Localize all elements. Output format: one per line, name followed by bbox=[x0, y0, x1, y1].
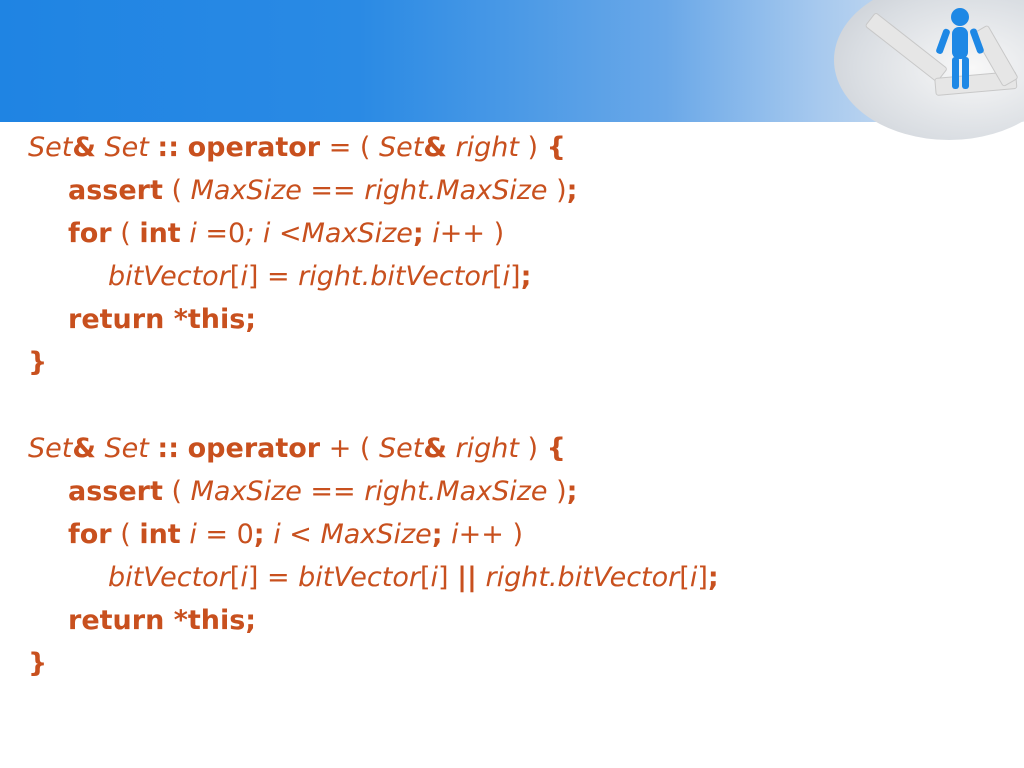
code-line: assert ( MaxSize == right.MaxSize ); bbox=[28, 470, 1014, 513]
code-token: Set bbox=[379, 132, 424, 163]
code-token: Set bbox=[379, 433, 424, 464]
code-token: bitVector bbox=[108, 261, 230, 292]
code-token bbox=[179, 132, 188, 163]
code-token: ] bbox=[697, 562, 708, 593]
code-line: bitVector[i] = bitVector[i] || right.bit… bbox=[28, 556, 1014, 599]
code-token: MaxSize == right.MaxSize bbox=[190, 476, 548, 507]
code-listing: Set& Set :: operator = ( Set& right ) { … bbox=[28, 126, 1014, 685]
code-token: 0 bbox=[228, 519, 254, 550]
code-token: ; bbox=[253, 519, 265, 550]
code-token: ( bbox=[162, 175, 191, 206]
code-token: i = bbox=[189, 218, 229, 249]
code-token: & bbox=[423, 132, 447, 163]
code-token: { bbox=[546, 433, 566, 464]
code-token: ; bbox=[412, 218, 424, 249]
code-token: i bbox=[451, 519, 459, 550]
code-token: int bbox=[139, 519, 181, 550]
code-token: ( bbox=[111, 519, 140, 550]
code-token: ; bbox=[520, 261, 532, 292]
code-line: for ( int i = 0; i < MaxSize; i++ ) bbox=[28, 513, 1014, 556]
code-token: ++ ) bbox=[439, 218, 505, 249]
code-token: [ bbox=[419, 562, 431, 593]
code-token: & bbox=[423, 433, 447, 464]
code-token: ] bbox=[438, 562, 458, 593]
code-token: operator bbox=[187, 433, 321, 464]
code-token: int bbox=[139, 218, 181, 249]
code-token: i bbox=[502, 261, 511, 292]
code-token: ; bbox=[566, 175, 578, 206]
code-token: + ( bbox=[320, 433, 380, 464]
code-token: & bbox=[72, 433, 96, 464]
code-token: MaxSize == right.MaxSize bbox=[190, 175, 548, 206]
code-token: 0 bbox=[228, 218, 246, 249]
code-line: bitVector[i] = right.bitVector[i]; bbox=[28, 255, 1014, 298]
code-token: ++ ) bbox=[458, 519, 524, 550]
code-token bbox=[424, 218, 433, 249]
code-token: i bbox=[430, 562, 439, 593]
code-token: i < MaxSize bbox=[273, 519, 432, 550]
code-token: Set bbox=[28, 433, 73, 464]
code-token: Set bbox=[28, 132, 73, 163]
code-token: assert bbox=[68, 175, 163, 206]
code-token: ) bbox=[547, 476, 567, 507]
blank-line bbox=[28, 384, 1014, 427]
code-token bbox=[179, 433, 188, 464]
code-token: :: bbox=[157, 433, 180, 464]
code-line: for ( int i =0; i <MaxSize; i++ ) bbox=[28, 212, 1014, 255]
code-token: ; bbox=[566, 476, 578, 507]
code-token: i bbox=[240, 562, 248, 593]
code-token: operator bbox=[187, 132, 321, 163]
code-line: Set& Set :: operator = ( Set& right ) { bbox=[28, 126, 1014, 169]
code-token: ( bbox=[111, 218, 140, 249]
code-line: } bbox=[28, 347, 48, 378]
code-token: i bbox=[240, 261, 248, 292]
code-token: i = bbox=[189, 519, 229, 550]
code-token: || bbox=[457, 562, 477, 593]
code-token bbox=[447, 433, 456, 464]
code-token: = ( bbox=[320, 132, 380, 163]
code-token: [ bbox=[491, 261, 503, 292]
code-token: for bbox=[68, 218, 112, 249]
code-token: [ bbox=[679, 562, 690, 593]
code-token bbox=[265, 519, 274, 550]
code-token: ) bbox=[518, 132, 547, 163]
code-token: ; bbox=[707, 562, 719, 593]
code-line: assert ( MaxSize == right.MaxSize ); bbox=[28, 169, 1014, 212]
code-token: right.bitVector bbox=[485, 562, 680, 593]
code-token: & bbox=[72, 132, 96, 163]
code-token: right.bitVector bbox=[298, 261, 492, 292]
code-token: i bbox=[689, 562, 698, 593]
code-token: ] bbox=[510, 261, 521, 292]
code-token: ( bbox=[162, 476, 191, 507]
code-token: ) bbox=[547, 175, 567, 206]
person-figure-icon bbox=[936, 8, 984, 89]
code-token: ] = bbox=[247, 261, 299, 292]
code-token: Set bbox=[104, 132, 149, 163]
code-token: ) bbox=[518, 433, 547, 464]
code-token: right bbox=[455, 433, 519, 464]
code-token: ] = bbox=[247, 562, 299, 593]
code-token: assert bbox=[68, 476, 163, 507]
code-token: bitVector bbox=[298, 562, 420, 593]
code-token: ; bbox=[431, 519, 443, 550]
code-token: Set bbox=[104, 433, 149, 464]
code-line: return *this; bbox=[68, 304, 257, 335]
code-token bbox=[443, 519, 452, 550]
code-line: Set& Set :: operator + ( Set& right ) { bbox=[28, 427, 1014, 470]
code-token: for bbox=[68, 519, 112, 550]
code-token bbox=[447, 132, 456, 163]
code-line: } bbox=[28, 648, 48, 679]
code-token: i bbox=[432, 218, 440, 249]
code-token: { bbox=[546, 132, 566, 163]
code-token: right bbox=[455, 132, 519, 163]
code-line: return *this; bbox=[68, 605, 257, 636]
code-token: [ bbox=[229, 261, 241, 292]
code-token: [ bbox=[229, 562, 241, 593]
code-token: :: bbox=[157, 132, 180, 163]
code-token: bitVector bbox=[108, 562, 230, 593]
code-token: ; i <MaxSize bbox=[245, 218, 413, 249]
